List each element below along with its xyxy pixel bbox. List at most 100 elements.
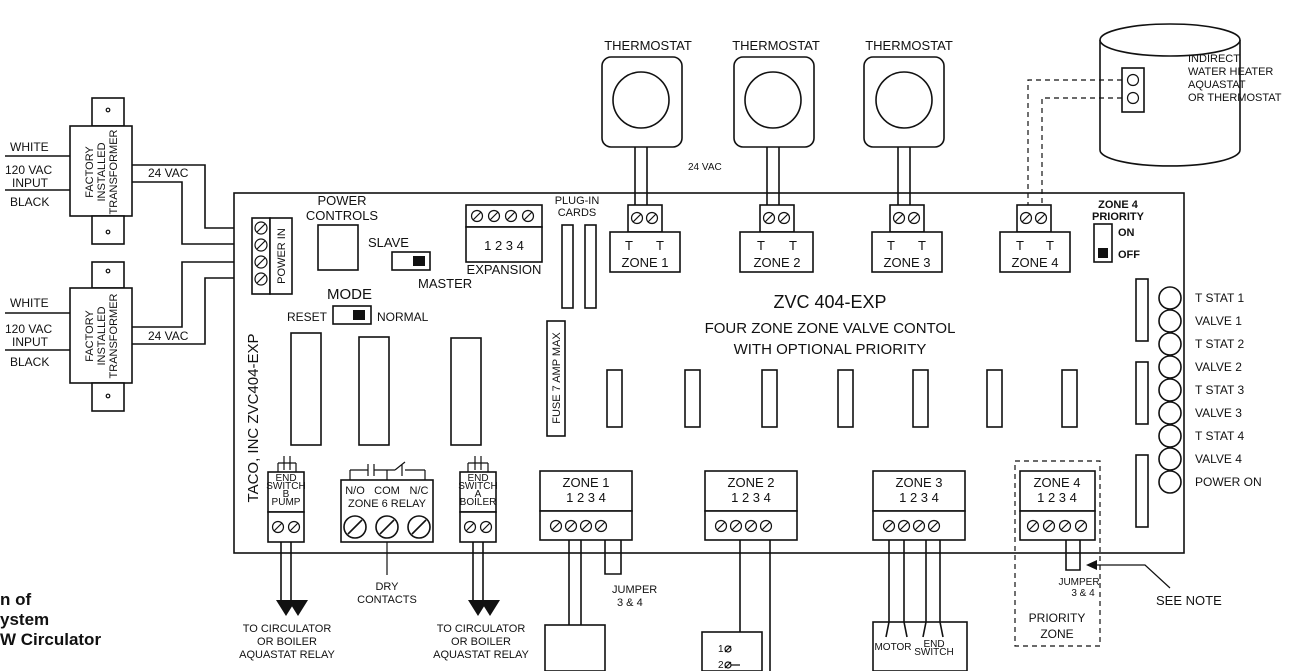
caption-line-2: ystem	[0, 610, 50, 629]
plugin-card-slot-2	[584, 224, 597, 309]
plugin-cards-label-2: CARDS	[558, 207, 597, 219]
transformer-2-120vac-label: 120 VAC	[5, 322, 52, 336]
zone-3-motor-label: MOTOR	[874, 642, 911, 653]
zone-3-thermostat-terminal: T T ZONE 3	[871, 204, 943, 273]
see-note-label: SEE NOTE	[1156, 593, 1222, 608]
nc-label: N/C	[410, 485, 429, 497]
zone-1-valve-nums: 1 2 3 4	[566, 490, 606, 505]
power-controls-chip	[317, 224, 359, 271]
zone-4-thermostat-terminal: T T ZONE 4	[999, 204, 1071, 273]
led-label-power: POWER ON	[1195, 475, 1262, 489]
mode-switch[interactable]	[332, 305, 372, 325]
zone-2-num2: 2	[718, 660, 724, 671]
thermostat-3-label: THERMOSTAT	[865, 38, 953, 53]
fuse	[546, 320, 566, 437]
zone4-priority-label-1: ZONE 4	[1098, 199, 1139, 211]
zone-1-valve-wires	[568, 540, 622, 625]
led-bar-3	[1135, 454, 1149, 528]
led-label-tstat3: T STAT 3	[1195, 383, 1244, 397]
thermostat-2: THERMOSTAT	[732, 38, 820, 205]
transformer-1-black-label: BLACK	[10, 195, 49, 209]
power-in-terminal: POWER IN	[251, 217, 293, 295]
transformer-2-label-transformer: TRANSFORMER	[108, 293, 120, 378]
transformer-1-out-wire-b	[132, 181, 260, 245]
zone4-priority-switch-knob[interactable]	[1098, 248, 1108, 258]
reset-label: RESET	[287, 310, 328, 324]
to-circ-2-line-2: OR BOILER	[451, 636, 511, 648]
zone-4-valve-nums: 1 2 3 4	[1037, 490, 1077, 505]
zone4-priority-label-2: PRIORITY	[1092, 211, 1145, 223]
to-circ-2-line-1: TO CIRCULATOR	[437, 623, 526, 635]
transformer-1-label-factory: FACTORY	[84, 146, 96, 198]
transformer-2: FACTORY INSTALLED TRANSFORMER	[69, 261, 133, 412]
mode-label: MODE	[327, 286, 372, 303]
zone-2-valve-terminal: ZONE 2 1 2 3 4	[704, 470, 798, 541]
relay-3	[450, 337, 482, 446]
thermostat-2-label: THERMOSTAT	[732, 38, 820, 53]
see-note-leader	[1088, 564, 1171, 589]
end-a-label-boiler: BOILER	[460, 497, 497, 508]
transformer-1: FACTORY INSTALLED TRANSFORMER	[69, 97, 133, 245]
zone-3-t-left: T	[887, 238, 895, 253]
led-label-valve4: VALVE 4	[1195, 452, 1242, 466]
master-label: MASTER	[418, 276, 472, 291]
end-switch-a-boiler-terminal: END SWITCH A BOILER	[458, 456, 498, 543]
no-label: N/O	[345, 485, 365, 497]
led-bar-2	[1135, 361, 1149, 425]
end-a-label-switch: SWITCH	[458, 481, 497, 492]
power-in-label: POWER IN	[276, 228, 288, 284]
led-label-valve2: VALVE 2	[1195, 360, 1242, 374]
transformer-1-120vac-label: 120 VAC	[5, 163, 52, 177]
description-line-1: FOUR ZONE ZONE VALVE CONTOL	[705, 320, 956, 337]
caption-line-1: n of	[0, 590, 32, 609]
transformer-2-black-label: BLACK	[10, 355, 49, 369]
power-controls-label-2: CONTROLS	[306, 208, 379, 223]
zone-3-valve-nums: 1 2 3 4	[899, 490, 939, 505]
mode-switch-knob[interactable]	[353, 310, 365, 320]
zone-3-valve-label: ZONE 3	[896, 475, 943, 490]
end-a-label-a: A	[475, 489, 482, 500]
figure-caption: n of ystem W Circulator	[0, 590, 180, 650]
caption-line-3: W Circulator	[0, 630, 102, 649]
indicator-4	[837, 369, 854, 428]
zone-2-valve-label: ZONE 2	[728, 475, 775, 490]
zone-4-valve-label: ZONE 4	[1034, 475, 1081, 490]
to-circ-1-line-2: OR BOILER	[257, 636, 317, 648]
model-label: ZVC 404-EXP	[773, 292, 886, 312]
zone-3-terminal-label: ZONE 3	[884, 255, 931, 270]
to-circ-1-line-3: AQUASTAT RELAY	[239, 649, 335, 661]
zone-4-t-right: T	[1046, 238, 1054, 253]
heater-label-4: OR THERMOSTAT	[1188, 92, 1282, 104]
indirect-water-heater	[1099, 23, 1241, 167]
zone-1-valve-label: ZONE 1	[563, 475, 610, 490]
expansion-numbers: 1 2 3 4	[484, 238, 524, 253]
transformer-1-24vac-label: 24 VAC	[148, 166, 189, 180]
aquastat-wire-1	[1027, 79, 1122, 205]
end-a-label-end: END	[467, 473, 488, 484]
plugin-card-slot-1	[561, 224, 574, 309]
status-leds	[1158, 286, 1182, 494]
transformer-1-out-wire-a	[132, 164, 260, 229]
to-circ-1-line-1: TO CIRCULATOR	[243, 623, 332, 635]
indicator-3	[761, 369, 778, 428]
end-b-label-switch: SWITCH	[266, 481, 305, 492]
heater-label-1: INDIRECT	[1188, 53, 1240, 65]
thermostat-1-label: THERMOSTAT	[604, 38, 692, 53]
relay-2	[358, 336, 390, 446]
priority-zone-label-1: PRIORITY	[1029, 611, 1086, 625]
boiler-wires	[472, 542, 484, 600]
zone-2-t-left: T	[757, 238, 765, 253]
indicator-5	[912, 369, 929, 428]
com-label: COM	[374, 485, 400, 497]
taco-label: TACO, INC ZVC404-EXP	[245, 334, 262, 503]
expansion-connector: 1 2 3 4	[465, 204, 543, 263]
zone-4-jumper-34-label: 3 & 4	[1071, 588, 1095, 599]
description-line-2: WITH OPTIONAL PRIORITY	[734, 341, 927, 358]
transformer-2-out-wire-b	[132, 277, 260, 345]
end-b-label-b: B	[283, 489, 290, 500]
slave-master-switch-knob[interactable]	[413, 256, 425, 266]
end-switch-b-pump-terminal: END SWITCH B PUMP	[266, 456, 306, 543]
heater-label-2: WATER HEATER	[1188, 66, 1273, 78]
zone-3-valve-body	[872, 621, 968, 671]
